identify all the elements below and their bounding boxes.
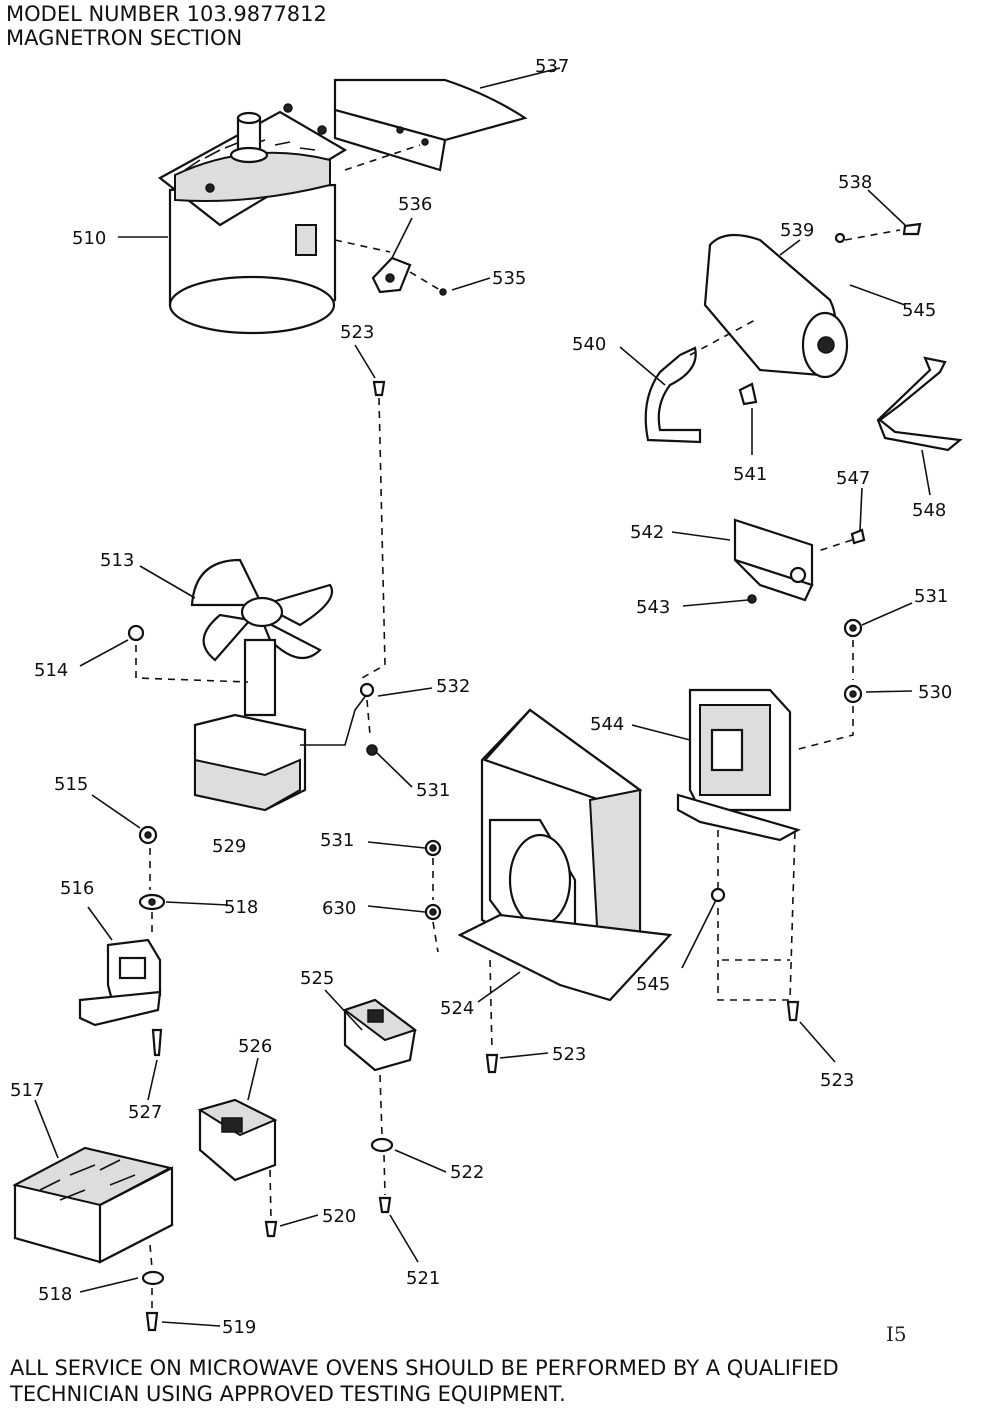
part-label-510: 510 bbox=[72, 228, 106, 249]
part-label-543: 543 bbox=[636, 597, 670, 618]
part-label-517: 517 bbox=[10, 1080, 44, 1101]
part-label-539: 539 bbox=[780, 220, 814, 241]
part-label-523: 523 bbox=[340, 322, 374, 343]
part-label-541: 541 bbox=[733, 464, 767, 485]
part-label-525: 525 bbox=[300, 968, 334, 989]
part-label-526: 526 bbox=[238, 1036, 272, 1057]
transformer-524 bbox=[457, 708, 673, 1002]
part-label-531: 531 bbox=[320, 830, 354, 851]
service-notice-line-2: TECHNICIAN USING APPROVED TESTING EQUIPM… bbox=[10, 1382, 566, 1406]
part-label-548: 548 bbox=[912, 500, 946, 521]
part-label-516: 516 bbox=[60, 878, 94, 899]
part-label-529: 529 bbox=[212, 836, 246, 857]
thermostat-516 bbox=[78, 938, 162, 1027]
part-label-544: 544 bbox=[590, 714, 624, 735]
part-label-514: 514 bbox=[34, 660, 68, 681]
part-label-524: 524 bbox=[440, 998, 474, 1019]
cover-plate-537 bbox=[333, 78, 528, 172]
part-label-536: 536 bbox=[398, 194, 432, 215]
section-heading: MAGNETRON SECTION bbox=[6, 26, 243, 50]
part-label-537: 537 bbox=[535, 56, 569, 77]
switch-525 bbox=[342, 998, 418, 1072]
part-label-547: 547 bbox=[836, 468, 870, 489]
part-label-523: 523 bbox=[552, 1044, 586, 1065]
service-notice-line-1: ALL SERVICE ON MICROWAVE OVENS SHOULD BE… bbox=[10, 1356, 839, 1380]
part-label-520: 520 bbox=[322, 1206, 356, 1227]
part-label-531: 531 bbox=[914, 586, 948, 607]
part-label-519: 519 bbox=[222, 1317, 256, 1338]
part-label-532: 532 bbox=[436, 676, 470, 697]
part-label-518: 518 bbox=[224, 897, 258, 918]
part-label-530: 530 bbox=[918, 682, 952, 703]
bracket-542 bbox=[733, 518, 814, 602]
part-label-545: 545 bbox=[636, 974, 670, 995]
part-label-538: 538 bbox=[838, 172, 872, 193]
part-label-515: 515 bbox=[54, 774, 88, 795]
part-label-540: 540 bbox=[572, 334, 606, 355]
part-label-521: 521 bbox=[406, 1268, 440, 1289]
part-label-513: 513 bbox=[100, 550, 134, 571]
part-label-545: 545 bbox=[902, 300, 936, 321]
high-voltage-capacitor-544 bbox=[676, 688, 801, 842]
part-label-522: 522 bbox=[450, 1162, 484, 1183]
part-label-527: 527 bbox=[128, 1102, 162, 1123]
part-label-531: 531 bbox=[416, 780, 450, 801]
part-label-630: 630 bbox=[322, 898, 356, 919]
control-board-517 bbox=[12, 1146, 174, 1264]
magnetron-510 bbox=[158, 103, 348, 335]
switch-526 bbox=[197, 1098, 278, 1182]
fan-blade-513 bbox=[190, 558, 333, 662]
part-label-535: 535 bbox=[492, 268, 526, 289]
page-number: I5 bbox=[886, 1322, 907, 1346]
capacitor-bracket-540 bbox=[644, 346, 702, 444]
fan-motor-529 bbox=[193, 638, 371, 812]
capacitor-539 bbox=[703, 233, 849, 379]
part-label-523: 523 bbox=[820, 1070, 854, 1091]
part-label-542: 542 bbox=[630, 522, 664, 543]
thermal-cutout-536 bbox=[371, 256, 412, 294]
part-label-518: 518 bbox=[38, 1284, 72, 1305]
bracket-548 bbox=[876, 356, 963, 452]
model-number-heading: MODEL NUMBER 103.9877812 bbox=[6, 2, 327, 26]
